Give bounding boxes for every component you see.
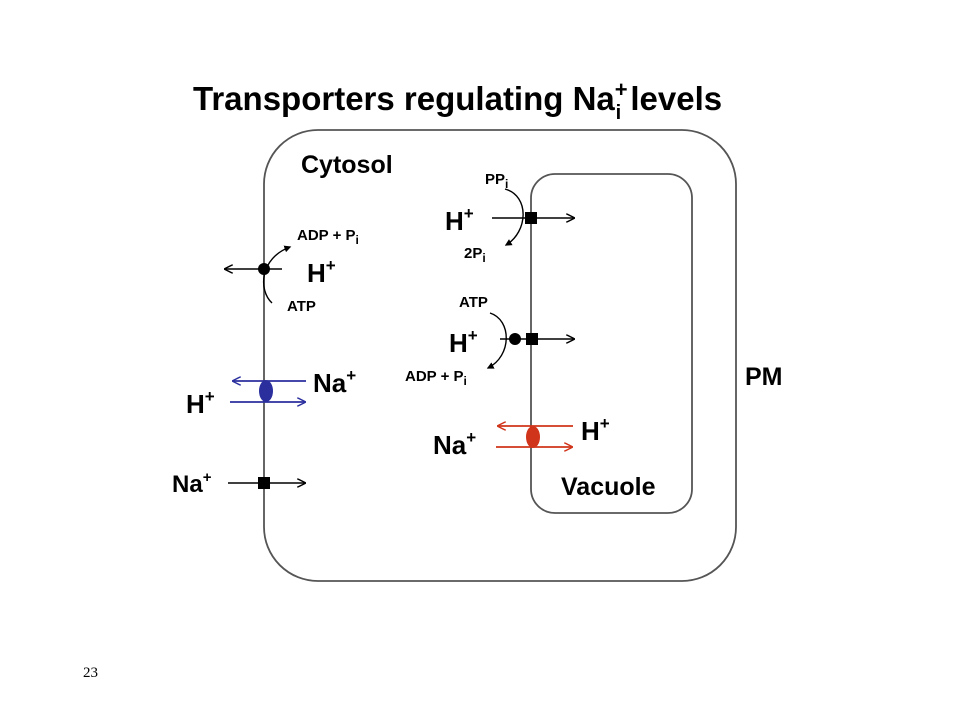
vacuolar-na-h-antiporter: H+ Na+	[433, 414, 610, 460]
pump-square-icon	[526, 333, 538, 345]
vacuolar-ppase-ion: H+	[445, 204, 474, 236]
vacuolar-antiporter-na-label: Na+	[433, 428, 476, 460]
vacuole-membrane	[530, 173, 693, 514]
vacuolar-h-atpase: ATP H+ ADP + Pi	[405, 294, 574, 388]
pm-atpase-substrate: ATP	[287, 298, 316, 315]
pm-antiporter-na-label: Na+	[313, 366, 356, 398]
vacuolar-antiporter-h-label: H+	[581, 414, 610, 446]
ppi-hydrolysis-arc-icon	[504, 188, 524, 246]
plasma-membrane	[263, 129, 737, 582]
pm-label: PM	[745, 363, 783, 391]
pm-atpase-ion: H+	[307, 256, 336, 288]
antiporter-oval-icon	[526, 426, 540, 448]
atp-hydrolysis-arc-icon	[486, 312, 507, 369]
vacuolar-h-ppase: PPi H+ 2Pi	[445, 171, 574, 265]
pm-na-channel-label: Na+	[172, 469, 212, 498]
cytosol-label: Cytosol	[301, 151, 393, 179]
pm-na-channel: Na+	[172, 469, 305, 498]
vacuolar-ppase-product: 2Pi	[464, 245, 486, 265]
vacuolar-atpase-substrate: ATP	[459, 294, 488, 311]
vacuolar-atpase-product: ADP + Pi	[405, 368, 467, 388]
vacuolar-atpase-ion: H+	[449, 326, 478, 358]
pm-atpase-product: ADP + Pi	[297, 227, 359, 247]
atp-hydrolysis-arc-icon	[262, 245, 292, 304]
pm-h-atpase: ADP + Pi H+ ATP	[225, 227, 359, 315]
pm-antiporter-h-label: H+	[186, 387, 215, 419]
vacuole-label: Vacuole	[561, 473, 656, 501]
pump-circle-icon	[509, 333, 521, 345]
vacuolar-ppase-substrate: PPi	[485, 171, 508, 191]
channel-square-icon	[258, 477, 270, 489]
slide-title: Transporters regulating Na+i levels	[193, 77, 722, 124]
antiporter-oval-icon	[259, 380, 273, 402]
pump-square-icon	[525, 212, 537, 224]
slide-number: 23	[83, 665, 98, 681]
pm-na-h-antiporter: Na+ H+	[186, 366, 356, 419]
